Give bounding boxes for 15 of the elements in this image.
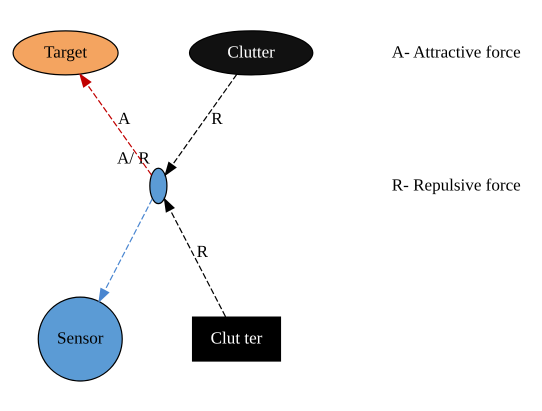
- label: A- Attractive force: [392, 42, 521, 61]
- node-ellipse: Target: [12, 30, 119, 75]
- edge-label: R: [196, 241, 208, 260]
- node-ellipse: [149, 167, 168, 204]
- edge-label: A: [118, 108, 130, 128]
- arrow: [98, 198, 153, 303]
- node-ellipse: Clutter: [188, 30, 314, 75]
- edge-label: R: [211, 108, 223, 128]
- arrow: [164, 196, 226, 316]
- node-circle: Sensor: [38, 296, 123, 382]
- label: R- Repulsive force: [392, 174, 521, 194]
- node-box: Clut ter: [192, 316, 282, 362]
- node-label: A/ R: [116, 148, 150, 168]
- arrow: [79, 72, 152, 175]
- arrow: [164, 74, 238, 176]
